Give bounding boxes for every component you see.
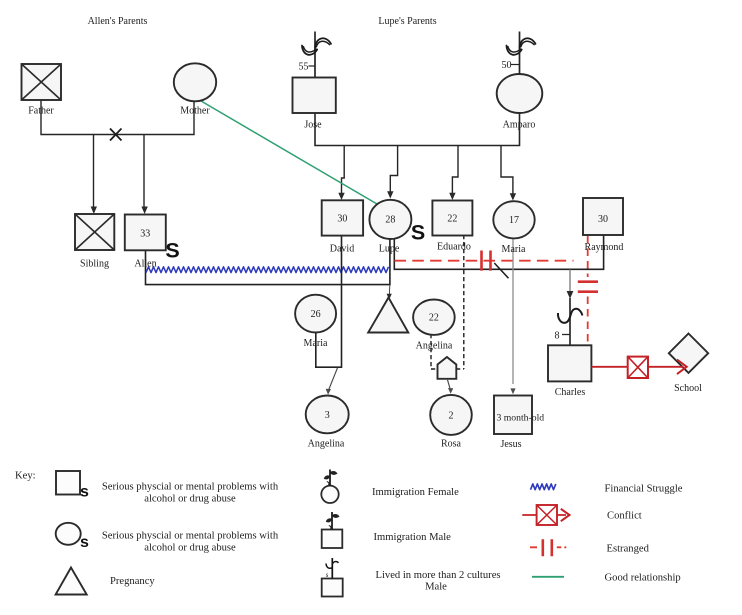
svg-text:28: 28 [385,215,395,226]
svg-text:s: s [80,534,89,551]
svg-text:22: 22 [429,313,439,324]
svg-text:33: 33 [140,229,150,240]
svg-text:55: 55 [299,62,309,73]
svg-text:David: David [330,244,354,255]
svg-text:Allen: Allen [134,259,156,270]
svg-text:Serious physcial or mental pro: Serious physcial or mental problems with [102,531,279,542]
svg-text:Estranged: Estranged [607,544,650,555]
svg-text:Jesus: Jesus [500,439,521,450]
svg-text:Angelina: Angelina [416,341,453,352]
svg-text:Good relationship: Good relationship [605,573,681,584]
svg-text:Financial Struggle: Financial Struggle [605,484,683,495]
svg-text:30: 30 [598,214,608,225]
svg-text:Rosa: Rosa [441,439,462,450]
svg-text:Lupe's Parents: Lupe's Parents [378,16,436,27]
svg-text:22: 22 [447,214,457,225]
svg-text:Charles: Charles [555,387,586,398]
svg-text:Immigration Female: Immigration Female [372,487,459,498]
svg-text:Eduardo: Eduardo [437,242,471,253]
svg-text:Conflict: Conflict [607,511,642,522]
svg-text:Maria: Maria [502,244,526,255]
svg-text:alcohol or drug abuse: alcohol or drug abuse [144,543,236,554]
svg-text:Amparo: Amparo [503,120,536,131]
svg-text:Mother: Mother [180,106,210,117]
svg-text:Raymond: Raymond [585,242,624,253]
svg-text:26: 26 [311,309,321,320]
svg-text:s: s [326,571,329,579]
svg-text:8: 8 [555,331,560,342]
svg-text:s: s [80,484,89,501]
svg-text:Maria: Maria [304,338,328,349]
svg-text:Lived in more than 2 cultures: Lived in more than 2 cultures [376,570,501,581]
svg-text:17: 17 [509,215,519,226]
svg-text:Serious physcial or mental pro: Serious physcial or mental problems with [102,482,279,493]
svg-text:Immigration Male: Immigration Male [374,532,452,543]
svg-text:School: School [674,383,702,394]
svg-text:Angelina: Angelina [308,439,345,450]
svg-text:Sibling: Sibling [80,259,109,270]
svg-text:Male: Male [425,582,447,593]
svg-text:2: 2 [449,411,454,422]
svg-text:3: 3 [325,410,330,421]
svg-text:Key:: Key: [15,471,36,482]
svg-text:3 month-old: 3 month-old [497,413,545,424]
svg-text:Pregnancy: Pregnancy [110,576,155,587]
svg-text:alcohol or drug abuse: alcohol or drug abuse [144,494,236,505]
svg-text:30: 30 [337,214,347,225]
svg-text:S: S [165,239,179,263]
svg-text:S: S [411,221,425,245]
svg-text:50: 50 [502,60,512,71]
svg-text:Lupe: Lupe [379,244,400,255]
svg-text:Father: Father [28,106,54,117]
svg-text:Jose: Jose [304,120,322,131]
svg-text:Allen's Parents: Allen's Parents [88,16,148,27]
